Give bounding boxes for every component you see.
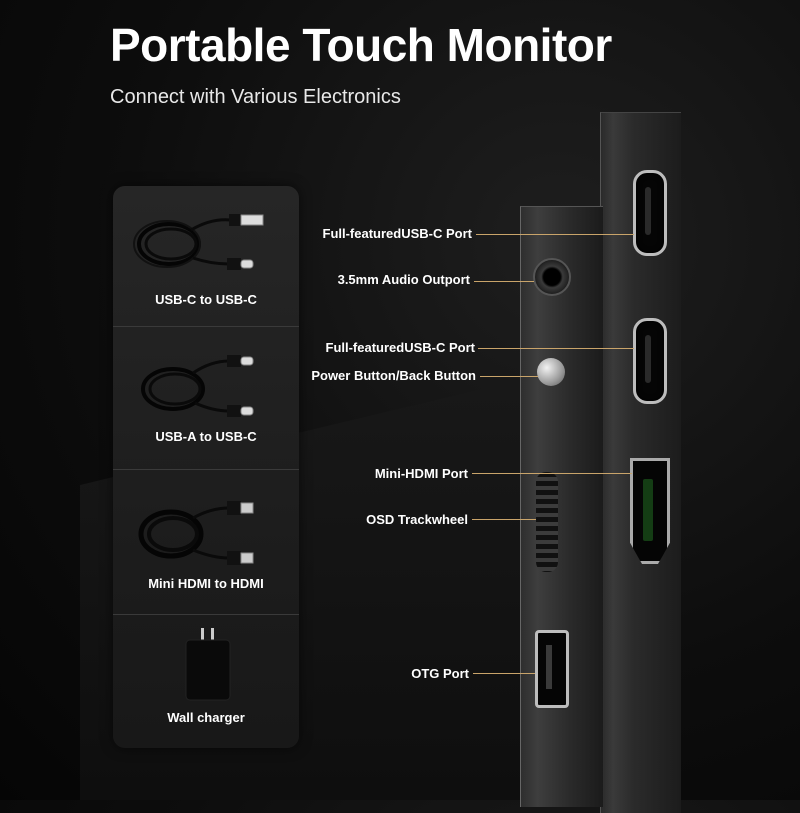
port-label-trackwheel: OSD Trackwheel — [366, 512, 468, 527]
port-label-usb-c-1: Full-featuredUSB-C Port — [322, 226, 473, 241]
otg-port — [535, 630, 569, 708]
audio-jack — [533, 258, 571, 296]
leader-line — [476, 234, 634, 235]
mini-hdmi-port — [630, 458, 670, 564]
leader-line — [472, 519, 536, 520]
accessory-label: Mini HDMI to HDMI — [148, 576, 264, 591]
accessory-item: USB-C to USB-C — [113, 186, 299, 327]
accessory-label: USB-A to USB-C — [155, 429, 257, 444]
accessory-item: Wall charger — [113, 618, 299, 748]
accessory-item: Mini HDMI to HDMI — [113, 474, 299, 615]
leader-line — [472, 473, 632, 474]
power-button — [537, 358, 565, 386]
port-label-audio: 3.5mm Audio Outport — [337, 272, 470, 287]
hdmi-cable-icon — [138, 501, 254, 565]
accessory-panel: USB-C to USB-C USB-A to USB-C Mini HDMI … — [113, 186, 299, 748]
usb-c-cable-icon — [133, 214, 264, 270]
accessory-item: USB-A to USB-C — [113, 329, 299, 470]
usb-c-port-lower — [633, 318, 667, 404]
leader-line — [473, 673, 535, 674]
accessory-label: USB-C to USB-C — [155, 292, 257, 307]
page-title: Portable Touch Monitor — [110, 19, 612, 71]
usb-c-port-upper — [633, 170, 667, 256]
port-label-otg: OTG Port — [411, 666, 469, 681]
wall-charger-icon — [185, 628, 231, 701]
leader-line — [480, 376, 538, 377]
port-label-usb-c-2: Full-featuredUSB-C Port — [325, 340, 476, 355]
page-subtitle: Connect with Various Electronics — [110, 86, 401, 108]
usb-a-cable-icon — [141, 355, 254, 417]
leader-line — [478, 348, 634, 349]
accessory-label: Wall charger — [167, 710, 245, 725]
leader-line — [474, 281, 534, 282]
monitor-front-body — [520, 206, 603, 807]
port-label-mini-hdmi: Mini-HDMI Port — [374, 466, 468, 481]
osd-trackwheel — [536, 472, 558, 572]
port-label-power: Power Button/Back Button — [311, 368, 476, 383]
